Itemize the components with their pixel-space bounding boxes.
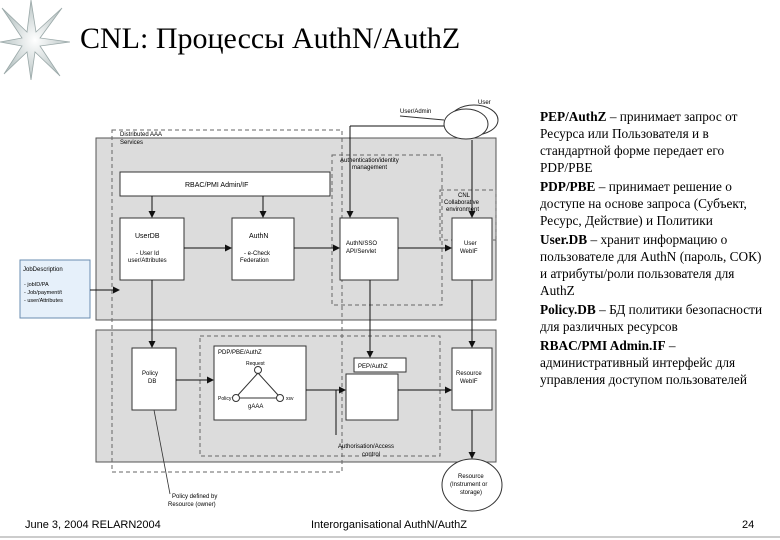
policy-db-label-2: DB <box>148 379 156 385</box>
rbac-admin-box <box>119 171 331 197</box>
policy-db-label-1: Policy <box>142 371 158 377</box>
job-title: JobDescription <box>23 267 63 273</box>
user-label: User <box>478 100 491 106</box>
user-webif-label-2: WebIF <box>460 249 478 255</box>
request-label: Request <box>246 361 265 367</box>
cnl-label-1: CNL <box>458 193 471 199</box>
footer-title: Interorganisational AuthN/AuthZ <box>311 519 467 531</box>
cnl-label-3: environment <box>446 207 479 213</box>
pep-authz-label: PEP/AuthZ <box>358 364 388 370</box>
page-number: 24 <box>742 519 755 531</box>
pep-authz-label-box <box>353 357 407 373</box>
note-text: – хранит информацию о пользователе для A… <box>540 232 762 298</box>
decorative-star-icon <box>0 0 70 80</box>
authn-mgmt-label-2: management <box>352 165 387 171</box>
note-text: – БД политики безопасности для различных… <box>540 302 763 334</box>
footer-rule <box>0 536 780 538</box>
footer-date: June 3, 2004 RELARN2004 <box>25 519 161 531</box>
slide-title: CNL: Процессы AuthN/AuthZ <box>80 22 461 55</box>
user-ellipse <box>443 108 489 140</box>
resource-label-1: Resource <box>458 474 484 480</box>
note-userdb: User.DB – хранит информацию о пользовате… <box>540 231 768 299</box>
authn-box <box>231 217 295 281</box>
pdp-pbe-label: PDP/PBE/AuthZ <box>218 350 262 356</box>
policy-def-label-1: Policy defined by <box>172 494 217 500</box>
pep-authz-box <box>345 373 399 421</box>
note-head: RBAC/PMI Admin.IF <box>540 338 666 353</box>
note-text: – принимает запрос от Ресурса или Пользо… <box>540 109 738 175</box>
gaaa-label: gAAA <box>248 404 263 410</box>
userdb-sub2: user/Attributes <box>128 258 167 264</box>
note-rbac: RBAC/PMI Admin.IF – административный инт… <box>540 337 768 388</box>
authn-mgmt-label-1: Authentication/identity <box>340 158 399 164</box>
authz-ctl-boundary <box>199 335 441 457</box>
resource-label-3: storage) <box>460 490 482 496</box>
note-pep: PEP/AuthZ – принимает запрос от Ресурса … <box>540 108 768 176</box>
authn-sso-label-2: API/Servlet <box>346 249 376 255</box>
resource-ellipse <box>441 458 503 512</box>
policy-def-label-2: Resource (owner) <box>168 502 216 508</box>
userdb-box <box>119 217 185 281</box>
user-admin-label: User/Admin <box>400 109 431 115</box>
user-webif-label-1: User <box>464 241 477 247</box>
policy-node <box>232 394 240 402</box>
architecture-diagram: Distributed AAA Services Authentication/… <box>19 100 503 512</box>
services-label: Services <box>120 140 143 146</box>
request-node <box>254 366 262 374</box>
xsv-node <box>276 394 284 402</box>
authn-sso-box <box>339 217 399 281</box>
authn-sub1: - e-Check <box>244 251 271 257</box>
pdp-pbe-box <box>213 345 307 421</box>
job-description-box <box>19 259 91 319</box>
note-policydb: Policy.DB – БД политики безопасности для… <box>540 301 768 335</box>
authn-mgmt-boundary <box>331 154 443 306</box>
note-head: PEP/AuthZ <box>540 109 607 124</box>
resource-label-2: (Instrument or <box>450 482 487 488</box>
job-item-2: - Job/payment/t <box>24 290 62 296</box>
distributed-aaa-label: Distributed AAA <box>120 132 162 138</box>
userdb-sub1: - User Id <box>136 251 159 257</box>
policy-tag-label: Policy <box>218 396 232 402</box>
xsv-label: xsv <box>286 396 294 402</box>
authz-ctl-label-1: Authorisation/Access <box>338 444 394 450</box>
authn-sso-label-1: AuthN/SSO <box>346 241 377 247</box>
resource-webif-label-2: WebIF <box>460 379 478 385</box>
cnl-label-2: Collaborative <box>444 200 480 206</box>
note-pdp: PDP/PBE – принимает решение о доступе на… <box>540 178 768 229</box>
note-text: – принимает решение о доступе на основе … <box>540 179 747 228</box>
notes-panel: PEP/AuthZ – принимает запрос от Ресурса … <box>540 108 768 390</box>
rbac-admin-label: RBAC/PMI Admin/IF <box>185 182 248 189</box>
note-head: Policy.DB <box>540 302 596 317</box>
job-item-3: - user/Attributes <box>24 298 63 304</box>
note-head: User.DB <box>540 232 588 247</box>
note-text: – административный интерфейс для управле… <box>540 338 747 387</box>
authz-ctl-label-2: control <box>362 452 380 458</box>
authn-label: AuthN <box>249 233 268 240</box>
resource-webif-label-1: Resource <box>456 371 482 377</box>
authn-sub2: Federation <box>240 258 269 264</box>
policy-db-box <box>131 347 177 411</box>
note-head: PDP/PBE <box>540 179 596 194</box>
userdb-label: UserDB <box>135 233 160 240</box>
job-item-1: - jobID/PA <box>24 282 49 288</box>
distributed-aaa-boundary <box>111 129 343 473</box>
